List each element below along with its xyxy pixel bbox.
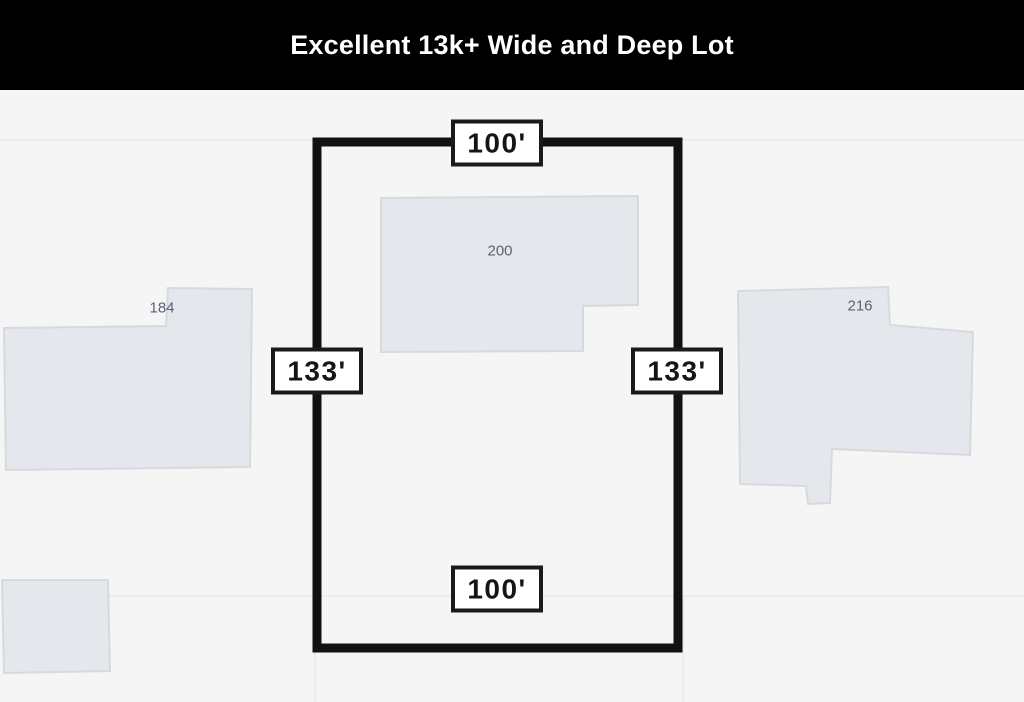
dimension-label-right: 133' xyxy=(631,347,723,395)
parcel-shape-200 xyxy=(380,194,639,354)
title-banner: Excellent 13k+ Wide and Deep Lot xyxy=(0,0,1024,90)
dimension-right-text: 133' xyxy=(647,355,707,386)
parcel-shapes xyxy=(0,194,975,675)
parcel-shape-unlabeled xyxy=(0,579,112,675)
dimension-label-left: 133' xyxy=(271,347,363,395)
page-title: Excellent 13k+ Wide and Deep Lot xyxy=(290,29,734,60)
dimension-label-top: 100' xyxy=(451,119,543,167)
dimension-label-bottom: 100' xyxy=(451,565,543,613)
dimension-bottom-text: 100' xyxy=(467,573,527,604)
parcel-map: 184 200 216 xyxy=(0,90,1024,702)
parcel-shape-216 xyxy=(736,285,975,506)
parcel-shape-184 xyxy=(2,286,254,472)
dimension-top-text: 100' xyxy=(467,127,527,158)
map-graphics xyxy=(0,90,1024,702)
dimension-left-text: 133' xyxy=(287,355,347,386)
